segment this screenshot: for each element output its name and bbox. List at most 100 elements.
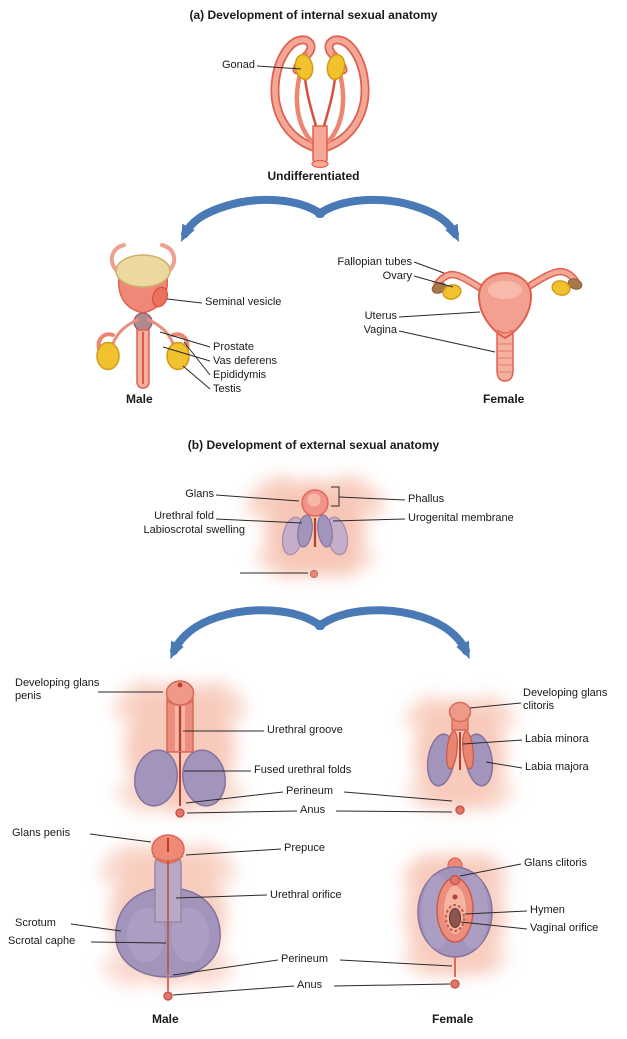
leader-labia-majora xyxy=(485,761,523,769)
labioscrotal-right xyxy=(182,749,226,807)
anus-dot-male-dev xyxy=(175,808,185,818)
cervix-line xyxy=(496,329,514,334)
label-phallus: Phallus xyxy=(408,493,445,505)
anus-dot-female-dev xyxy=(455,805,465,815)
leader-lines xyxy=(70,65,528,996)
caption-male-internal: Male xyxy=(126,392,153,406)
label-epididymis: Epididymis xyxy=(213,369,267,381)
vaginal-orifice-shape xyxy=(448,907,462,929)
branch-arrows-external xyxy=(170,606,470,660)
branch-arrows-internal xyxy=(180,195,460,243)
leader-ovary xyxy=(413,275,454,288)
duct-remnant-right xyxy=(160,243,177,272)
leader-prostate xyxy=(159,331,211,348)
gonad-left xyxy=(294,53,314,81)
leader-fallopian-tubes xyxy=(413,261,445,274)
caption-undifferentiated: Undifferentiated xyxy=(267,169,360,183)
duct-stem xyxy=(312,125,328,166)
leader-anus-bot-right xyxy=(333,983,451,987)
phallus-highlight xyxy=(307,493,321,507)
label-ovary: Ovary xyxy=(382,270,412,282)
caption-female-external: Female xyxy=(432,1012,474,1026)
leader-vagina xyxy=(398,330,496,353)
anus-dot-male xyxy=(163,991,173,1001)
seminal-vesicle-shape xyxy=(151,286,169,308)
leader-glans-penis xyxy=(89,833,152,843)
gonad-right xyxy=(326,53,346,81)
gonadal-cord-right xyxy=(322,77,337,127)
leader-prepuce xyxy=(185,848,282,856)
undifferentiated-external-illustration xyxy=(246,475,384,579)
branch-arrow-left xyxy=(180,195,325,243)
testis-left-shape xyxy=(96,341,120,371)
branch-arrow-right-b xyxy=(315,606,470,660)
adult-female-external-illustration xyxy=(401,853,509,989)
stem-base xyxy=(311,159,329,169)
developing-glans-clitoris-shape xyxy=(448,701,472,723)
glans-clitoris-shape xyxy=(449,874,461,886)
anus-dot-female xyxy=(450,979,460,989)
urethral-fold-right xyxy=(317,514,333,548)
label-anus-bottom: Anus xyxy=(297,979,323,991)
leader-scrotum xyxy=(70,923,122,932)
label-prepuce: Prepuce xyxy=(284,842,325,854)
leader-developing-glans-clitoris xyxy=(469,702,522,709)
anus-dot-undiff xyxy=(309,569,319,579)
label-vagina: Vagina xyxy=(363,324,397,336)
label-scrotum: Scrotum xyxy=(15,917,56,929)
leader-urethral-orifice xyxy=(175,894,268,899)
labioscrotal-left xyxy=(134,749,178,807)
leader-vas-deferens xyxy=(162,346,211,362)
leader-epididymis xyxy=(183,341,211,376)
vaginal-rugae xyxy=(498,343,512,373)
leader-perineum-mid-left xyxy=(185,791,284,804)
leader-vaginal-orifice xyxy=(460,921,528,930)
label-anus-mid: Anus xyxy=(300,804,326,816)
developing-male-external-illustration xyxy=(114,680,246,818)
label-developing-glans-penis: Developing glans penis xyxy=(15,677,100,702)
leader-perineum-bot-left xyxy=(172,959,279,976)
labia-minora-right xyxy=(462,730,474,770)
testis-right-shape xyxy=(166,341,190,371)
label-labioscrotal-swelling: Labioscrotal swelling xyxy=(143,524,246,536)
label-perineum-mid: Perineum xyxy=(286,785,334,797)
prostate-shape xyxy=(133,312,153,332)
label-fallopian-tubes: Fallopian tubes xyxy=(337,256,412,268)
label-developing-glans-clitoris: Developing glans clitoris xyxy=(523,687,608,712)
hymen-ring xyxy=(445,904,465,932)
leader-glans-clitoris xyxy=(459,863,522,877)
label-seminal-vesicle: Seminal vesicle xyxy=(205,296,282,308)
label-gonad: Gonad xyxy=(221,59,255,71)
label-urethral-orifice: Urethral orifice xyxy=(270,889,342,901)
label-labia-minora: Labia minora xyxy=(525,733,589,745)
label-urethral-groove: Urethral groove xyxy=(267,724,343,736)
leader-glans-undiff xyxy=(215,494,300,502)
labia-minora-left xyxy=(446,730,458,770)
epididymis-left-shape xyxy=(96,332,115,351)
leader-perineum-mid-right xyxy=(343,791,453,802)
label-uterus: Uterus xyxy=(364,310,397,322)
label-fused-urethral-folds: Fused urethral folds xyxy=(254,764,352,776)
label-vaginal-orifice: Vaginal orifice xyxy=(530,922,599,934)
caption-female-internal: Female xyxy=(483,392,525,406)
leader-anus-mid-right xyxy=(335,810,453,813)
fimbriae-right xyxy=(567,278,583,290)
ovary-right-shape xyxy=(551,280,571,296)
leader-urethral-fold xyxy=(215,518,303,524)
branch-arrow-left-b xyxy=(170,606,325,660)
caption-male-external: Male xyxy=(152,1012,179,1026)
leader-testis xyxy=(182,365,211,390)
male-internal-illustration xyxy=(96,243,190,389)
meatus-dot xyxy=(177,682,183,688)
phallus-bracket xyxy=(331,486,340,507)
urethral-orifice-dot xyxy=(452,894,458,900)
leader-scrotal-raphe xyxy=(90,941,167,944)
leader-perineum-bot-right xyxy=(339,959,453,967)
label-glans-penis: Glans penis xyxy=(12,827,71,839)
label-testis: Testis xyxy=(213,383,242,395)
duct-remnant-left xyxy=(109,243,126,272)
leader-seminal-vesicle xyxy=(166,298,203,304)
leader-anus-bot-left xyxy=(172,985,295,996)
